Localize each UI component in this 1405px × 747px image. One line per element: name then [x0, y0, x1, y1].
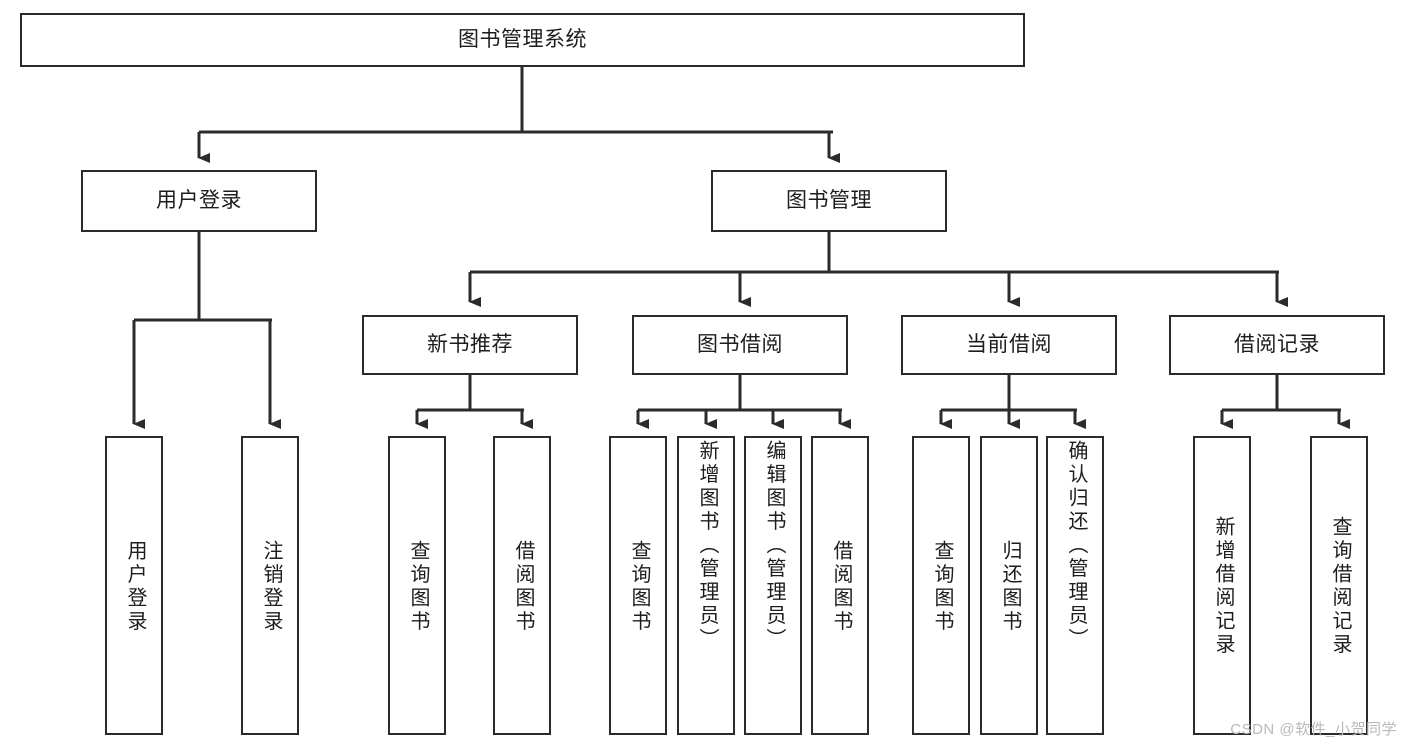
- node-leaf-edit-book-admin[interactable]: 编辑图书（管理员）: [744, 436, 802, 735]
- node-label-leaf-query-book-current: 查询图书: [931, 539, 953, 634]
- node-leaf-borrow-book[interactable]: 借阅图书: [811, 436, 869, 735]
- connector-book-borrow-to-leaves: [636, 375, 851, 429]
- node-label-root: 图书管理系统: [458, 28, 587, 52]
- leaf-inner-add-borrow-record: 新增借阅记录: [1195, 440, 1249, 733]
- node-borrow-record[interactable]: 借阅记录: [1169, 315, 1385, 375]
- node-label-leaf-query-book-borrow: 查询图书: [628, 539, 650, 634]
- node-label-book-management: 图书管理: [786, 189, 872, 213]
- leaf-inner-query-borrow-record: 查询借阅记录: [1312, 440, 1366, 733]
- node-leaf-user-login[interactable]: 用户登录: [105, 436, 163, 735]
- node-label-leaf-return-book: 归还图书: [999, 539, 1021, 634]
- node-label-borrow-record: 借阅记录: [1234, 333, 1320, 357]
- node-label-leaf-borrow-book: 借阅图书: [830, 539, 852, 634]
- connector-borrow-record-to-leaves: [1220, 375, 1350, 429]
- connector-root-to-level-one: [197, 67, 840, 163]
- leaf-inner-query-book-current: 查询图书: [914, 440, 968, 733]
- node-label-user-login: 用户登录: [156, 189, 242, 213]
- csdn-watermark: CSDN @软件_小贺同学: [1230, 721, 1397, 738]
- node-label-leaf-confirm-return-admin: 确认归还（管理员）: [1065, 440, 1087, 652]
- node-leaf-return-book[interactable]: 归还图书: [980, 436, 1038, 735]
- connector-current-borrow-to-leaves: [939, 375, 1086, 429]
- leaf-inner-edit-book-admin: 编辑图书（管理员）: [746, 440, 800, 733]
- node-user-login[interactable]: 用户登录: [81, 170, 317, 232]
- node-label-current-borrow: 当前借阅: [966, 333, 1052, 357]
- leaf-inner-user-login: 用户登录: [107, 440, 161, 733]
- connector-new-book-recommend-to-leaves: [415, 375, 533, 429]
- node-new-book-recommend[interactable]: 新书推荐: [362, 315, 578, 375]
- leaf-inner-logout: 注销登录: [243, 440, 297, 733]
- node-label-leaf-query-borrow-record: 查询借阅记录: [1329, 516, 1351, 657]
- leaf-inner-confirm-return-admin: 确认归还（管理员）: [1048, 440, 1102, 733]
- node-leaf-confirm-return-admin[interactable]: 确认归还（管理员）: [1046, 436, 1104, 735]
- leaf-inner-borrow-book: 借阅图书: [813, 440, 867, 733]
- node-leaf-borrow-book-recommend[interactable]: 借阅图书: [493, 436, 551, 735]
- node-label-leaf-query-book-recommend: 查询图书: [407, 539, 429, 634]
- node-book-management[interactable]: 图书管理: [711, 170, 947, 232]
- node-current-borrow[interactable]: 当前借阅: [901, 315, 1117, 375]
- node-leaf-query-book-current[interactable]: 查询图书: [912, 436, 970, 735]
- node-leaf-query-borrow-record[interactable]: 查询借阅记录: [1310, 436, 1368, 735]
- node-label-leaf-add-book-admin: 新增图书（管理员）: [696, 440, 718, 652]
- node-leaf-query-book-recommend[interactable]: 查询图书: [388, 436, 446, 735]
- node-label-book-borrow: 图书借阅: [697, 333, 783, 357]
- node-leaf-query-book-borrow[interactable]: 查询图书: [609, 436, 667, 735]
- node-label-new-book-recommend: 新书推荐: [427, 333, 513, 357]
- node-label-leaf-user-login: 用户登录: [124, 539, 146, 634]
- node-leaf-logout[interactable]: 注销登录: [241, 436, 299, 735]
- connector-book-management-to-level-two: [468, 232, 1288, 307]
- node-root-book-management-system[interactable]: 图书管理系统: [20, 13, 1025, 67]
- leaf-inner-query-book-recommend: 查询图书: [390, 440, 444, 733]
- node-label-leaf-add-borrow-record: 新增借阅记录: [1212, 516, 1234, 657]
- connector-user-login-to-leaves: [132, 232, 281, 429]
- leaf-inner-query-book-borrow: 查询图书: [611, 440, 665, 733]
- node-leaf-add-borrow-record[interactable]: 新增借阅记录: [1193, 436, 1251, 735]
- leaf-inner-add-book-admin: 新增图书（管理员）: [679, 440, 733, 733]
- leaf-inner-borrow-book-recommend: 借阅图书: [495, 440, 549, 733]
- node-label-leaf-logout: 注销登录: [260, 539, 282, 634]
- node-leaf-add-book-admin[interactable]: 新增图书（管理员）: [677, 436, 735, 735]
- node-book-borrow[interactable]: 图书借阅: [632, 315, 848, 375]
- node-label-leaf-edit-book-admin: 编辑图书（管理员）: [763, 440, 785, 652]
- node-label-leaf-borrow-book-recommend: 借阅图书: [512, 539, 534, 634]
- leaf-inner-return-book: 归还图书: [982, 440, 1036, 733]
